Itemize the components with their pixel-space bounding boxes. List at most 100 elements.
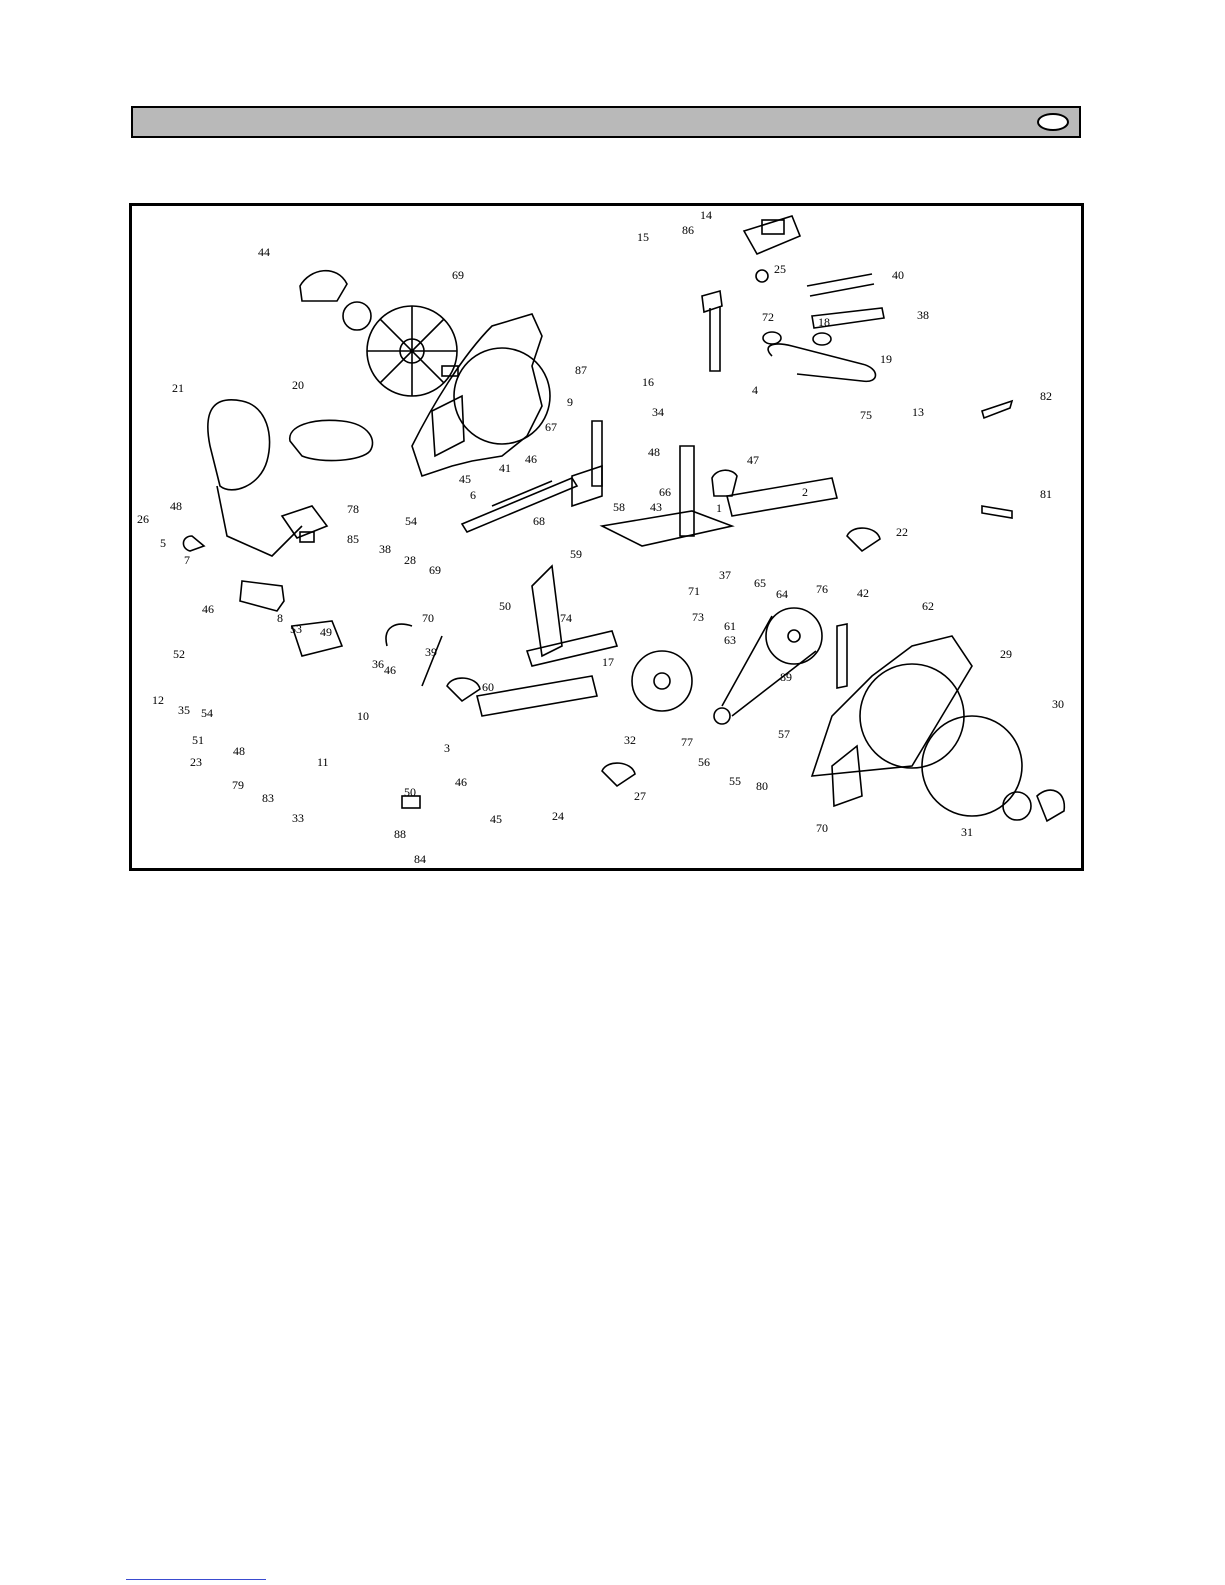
label-69-mid: 69 — [429, 563, 441, 577]
label-36: 36 — [372, 657, 384, 671]
left-shroud-window — [454, 348, 550, 444]
knob-25 — [756, 270, 768, 282]
label-38-left: 38 — [379, 542, 391, 556]
label-63: 63 — [724, 633, 736, 647]
seat-frame — [217, 486, 302, 556]
flywheel — [632, 651, 692, 711]
crank-hub-left — [343, 302, 371, 330]
knob-26 — [183, 536, 204, 551]
label-87: 87 — [575, 363, 587, 377]
label-69-top: 69 — [452, 268, 464, 282]
end-cap-22 — [847, 528, 880, 551]
footer-link-underline — [126, 1579, 266, 1580]
label-57: 57 — [778, 727, 790, 741]
label-79: 79 — [232, 778, 244, 792]
label-21: 21 — [172, 381, 184, 395]
frame-post-9 — [592, 421, 602, 486]
seat-rail-slot — [492, 481, 552, 506]
label-9: 9 — [567, 395, 573, 409]
label-23: 23 — [190, 755, 202, 769]
label-46-left: 46 — [202, 602, 214, 616]
label-75: 75 — [860, 408, 872, 422]
belt-idler — [714, 708, 730, 724]
label-13: 13 — [912, 405, 924, 419]
frame-main-post — [680, 446, 694, 536]
label-54-mid: 54 — [405, 514, 417, 528]
section-header-bar — [131, 106, 1081, 138]
axle-rod-39 — [422, 636, 442, 686]
label-47-right: 47 — [747, 453, 759, 467]
wheel-spokes-left — [367, 306, 457, 396]
label-81: 81 — [1040, 487, 1052, 501]
label-45-mid: 45 — [459, 472, 471, 486]
label-52: 52 — [173, 647, 185, 661]
console-part — [744, 216, 800, 254]
label-70-bottom: 70 — [816, 821, 828, 835]
label-50-mid: 50 — [499, 599, 511, 613]
right-upright-62 — [837, 624, 847, 688]
label-77: 77 — [681, 735, 693, 749]
label-8: 8 — [277, 611, 283, 625]
label-71: 71 — [688, 584, 700, 598]
label-48-lower: 48 — [233, 744, 245, 758]
label-58: 58 — [613, 500, 625, 514]
seat-bracket — [282, 506, 327, 538]
label-60: 60 — [482, 680, 494, 694]
handlebar-loop — [768, 344, 875, 381]
label-55: 55 — [729, 774, 741, 788]
label-41: 41 — [499, 461, 511, 475]
label-48-mid: 48 — [648, 445, 660, 459]
label-61: 61 — [724, 619, 736, 633]
label-39: 39 — [425, 645, 437, 659]
label-83: 83 — [262, 791, 274, 805]
label-22: 22 — [896, 525, 908, 539]
label-49: 49 — [320, 625, 332, 639]
rear-foot-cap — [602, 763, 635, 786]
label-67: 67 — [545, 420, 557, 434]
label-74: 74 — [560, 611, 572, 625]
label-65: 65 — [754, 576, 766, 590]
label-32: 32 — [624, 733, 636, 747]
label-80: 80 — [756, 779, 768, 793]
label-48-left: 48 — [170, 499, 182, 513]
label-19: 19 — [880, 352, 892, 366]
label-50-lower: 50 — [404, 785, 416, 799]
handle-bar-50 — [386, 624, 412, 646]
handlebar-tube — [807, 274, 874, 296]
flywheel-hub — [654, 673, 670, 689]
label-46-lower: 46 — [384, 663, 396, 677]
page-number-badge — [1037, 113, 1069, 131]
pedal-left — [300, 271, 347, 301]
label-76: 76 — [816, 582, 828, 596]
label-2: 2 — [802, 485, 808, 499]
label-4: 4 — [752, 383, 758, 397]
label-73: 73 — [692, 610, 704, 624]
exploded-view-diagram: 14 86 15 25 40 38 72 18 19 4 75 13 44 69… — [129, 203, 1084, 871]
label-88: 88 — [394, 827, 406, 841]
label-31: 31 — [961, 825, 973, 839]
grip-cap-2 — [813, 333, 831, 345]
label-56: 56 — [698, 755, 710, 769]
label-53: 53 — [290, 622, 302, 636]
label-72: 72 — [762, 310, 774, 324]
frame-down-tube — [532, 566, 562, 656]
label-24: 24 — [552, 809, 564, 823]
pedal-right — [1037, 790, 1064, 821]
seat-cushion — [290, 420, 373, 460]
label-33: 33 — [292, 811, 304, 825]
rear-stabilizer — [477, 676, 597, 716]
label-62: 62 — [922, 599, 934, 613]
label-37: 37 — [719, 568, 731, 582]
label-51: 51 — [192, 733, 204, 747]
label-46-mid: 46 — [525, 452, 537, 466]
front-stabilizer — [727, 478, 837, 516]
label-54-left: 54 — [201, 706, 213, 720]
label-20: 20 — [292, 378, 304, 392]
label-43: 43 — [650, 500, 662, 514]
stem-tube — [710, 306, 720, 371]
label-45-bottom: 45 — [490, 812, 502, 826]
label-66: 66 — [659, 485, 671, 499]
label-38: 38 — [917, 308, 929, 322]
label-89: 89 — [780, 670, 792, 684]
frame-cross — [602, 511, 732, 546]
